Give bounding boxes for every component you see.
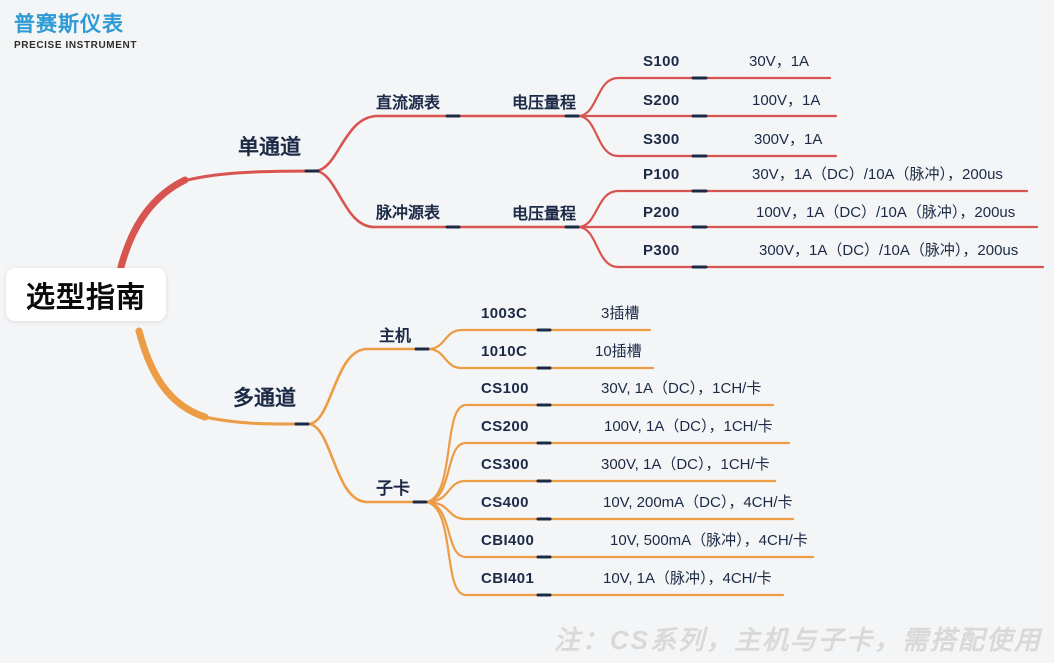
node-dc-source: 直流源表	[376, 95, 441, 112]
model-spec-cs300: 300V, 1A（DC），1CH/卡	[601, 456, 770, 473]
model-spec-s200: 100V，1A	[752, 92, 821, 109]
node-pulse-voltage-range: 电压量程	[512, 206, 577, 223]
brand-name-en: PRECISE INSTRUMENT	[14, 40, 138, 51]
node-single-channel: 单通道	[238, 136, 301, 159]
model-spec-s100: 30V，1A	[749, 53, 810, 70]
model-spec-p200: 100V，1A（DC）/10A（脉冲），200us	[756, 204, 1016, 221]
multi-channel-branch-lines	[135, 327, 815, 597]
model-name-cs200: CS200	[481, 418, 529, 435]
node-pulse-source: 脉冲源表	[376, 205, 441, 222]
model-spec-1010c: 10插槽	[595, 343, 642, 360]
model-name-s300: S300	[643, 131, 680, 148]
model-spec-cbi400: 10V, 500mA（脉冲），4CH/卡	[610, 532, 808, 549]
model-name-cbi400: CBI400	[481, 532, 535, 549]
model-spec-cs400: 10V, 200mA（DC），4CH/卡	[603, 494, 793, 511]
model-name-cs100: CS100	[481, 380, 529, 397]
node-multi-channel: 多通道	[233, 387, 296, 410]
brand-name-cn: 普赛斯仪表	[14, 13, 124, 36]
model-name-1010c: 1010C	[481, 343, 528, 360]
model-spec-p300: 300V，1A（DC）/10A（脉冲），200us	[759, 242, 1019, 259]
model-spec-cbi401: 10V, 1A（脉冲），4CH/卡	[603, 570, 772, 587]
node-host: 主机	[379, 328, 412, 345]
model-spec-p100: 30V，1A（DC）/10A（脉冲），200us	[752, 166, 1003, 183]
model-spec-cs200: 100V, 1A（DC），1CH/卡	[604, 418, 773, 435]
root-node: 选型指南	[6, 268, 166, 321]
model-name-p200: P200	[643, 204, 680, 221]
model-name-cs300: CS300	[481, 456, 529, 473]
brand-logo: 普赛斯仪表 PRECISE INSTRUMENT	[14, 8, 137, 51]
footnote: 注：CS系列，主机与子卡，需搭配使用	[553, 625, 1042, 655]
node-dc-voltage-range: 电压量程	[512, 95, 577, 112]
model-name-cbi401: CBI401	[481, 570, 535, 587]
model-name-p300: P300	[643, 242, 680, 259]
model-spec-cs100: 30V, 1A（DC），1CH/卡	[601, 380, 762, 397]
model-name-s100: S100	[643, 53, 680, 70]
model-name-1003c: 1003C	[481, 305, 528, 322]
model-spec-1003c: 3插槽	[601, 305, 640, 322]
connector-dashes	[294, 76, 708, 597]
model-name-s200: S200	[643, 92, 680, 109]
model-name-cs400: CS400	[481, 494, 529, 511]
model-name-p100: P100	[643, 166, 680, 183]
root-node-label: 选型指南	[25, 281, 146, 314]
node-card: 子卡	[376, 479, 410, 498]
model-spec-s300: 300V，1A	[754, 131, 823, 148]
